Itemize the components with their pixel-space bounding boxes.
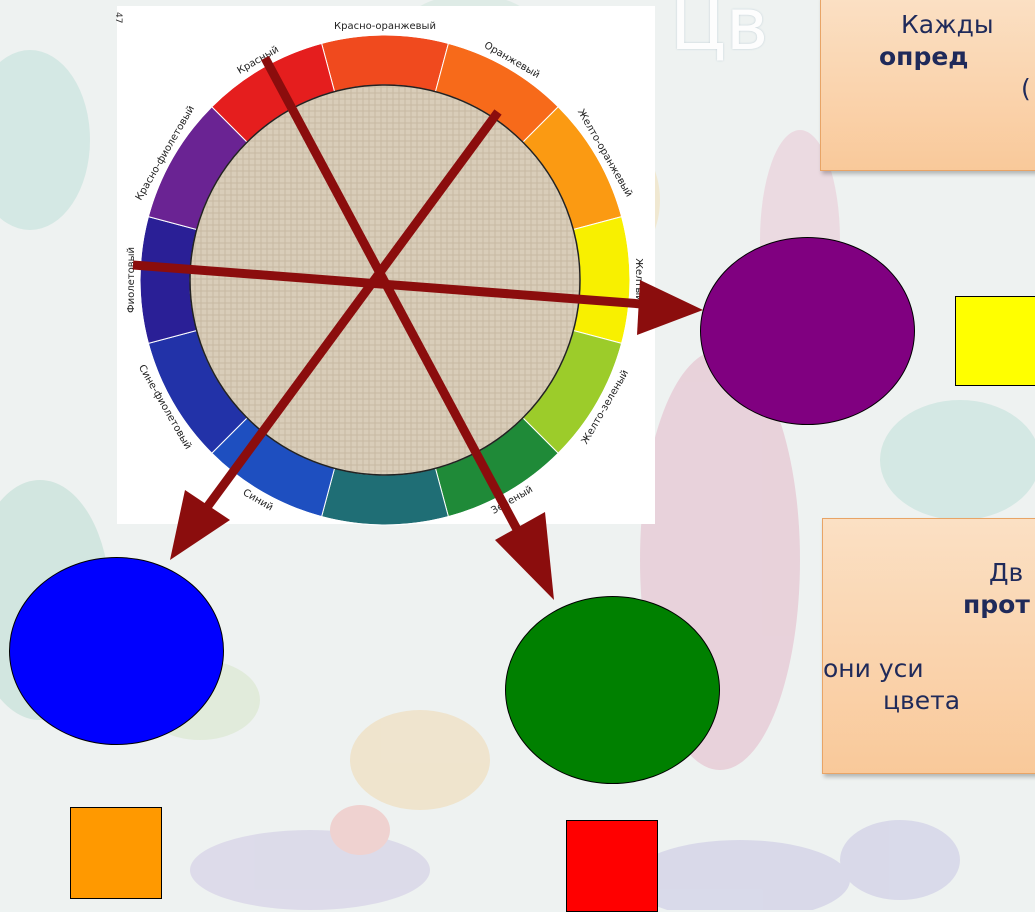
wheel-segment [320,467,450,526]
arrow-heads [170,280,703,600]
callout-bottom-line2-bold: прот [963,590,1030,619]
slide-title: Цв [670,0,769,66]
arrows [132,55,656,538]
green-circle [505,596,720,784]
wheel-outer-border [139,34,631,526]
wheel-ring [139,34,631,526]
arrow-head-purple [637,280,703,335]
wheel-segment [320,34,450,93]
arrow-orange-to-blue [201,109,502,513]
callout-top-line1: Кажды [901,10,994,39]
callout-bottom-line1: Дв [989,558,1024,587]
yellow-square [955,296,1035,386]
orange-square [70,807,162,899]
wheel-label: Желтый [633,258,644,302]
callout-top: Кажды опред ( [820,0,1035,171]
wheel-label: Фиолетовый [126,247,137,313]
callout-top-line2: опред [821,41,1035,73]
arrow-red-to-green [261,55,524,538]
blue-circle [9,557,224,745]
callout-bottom-line4: цвета [883,686,961,715]
callout-bottom-line3: они уси [823,654,924,683]
arrow-head-blue [170,490,230,560]
arrow-yellow-to-purple [132,260,656,310]
callout-bottom: Дв прот они уси цвета [822,518,1035,774]
callout-top-line2-bold: опред [879,42,969,71]
callout-top-line3: ( [1021,74,1031,103]
arrow-head-green [495,512,554,600]
red-square [566,820,658,912]
wheel-segment [139,215,198,345]
purple-circle [700,237,915,425]
wheel-label: Красно-оранжевый [334,21,436,32]
wheel-segment [572,215,631,345]
callout-bottom-line2: прот [823,589,1035,621]
